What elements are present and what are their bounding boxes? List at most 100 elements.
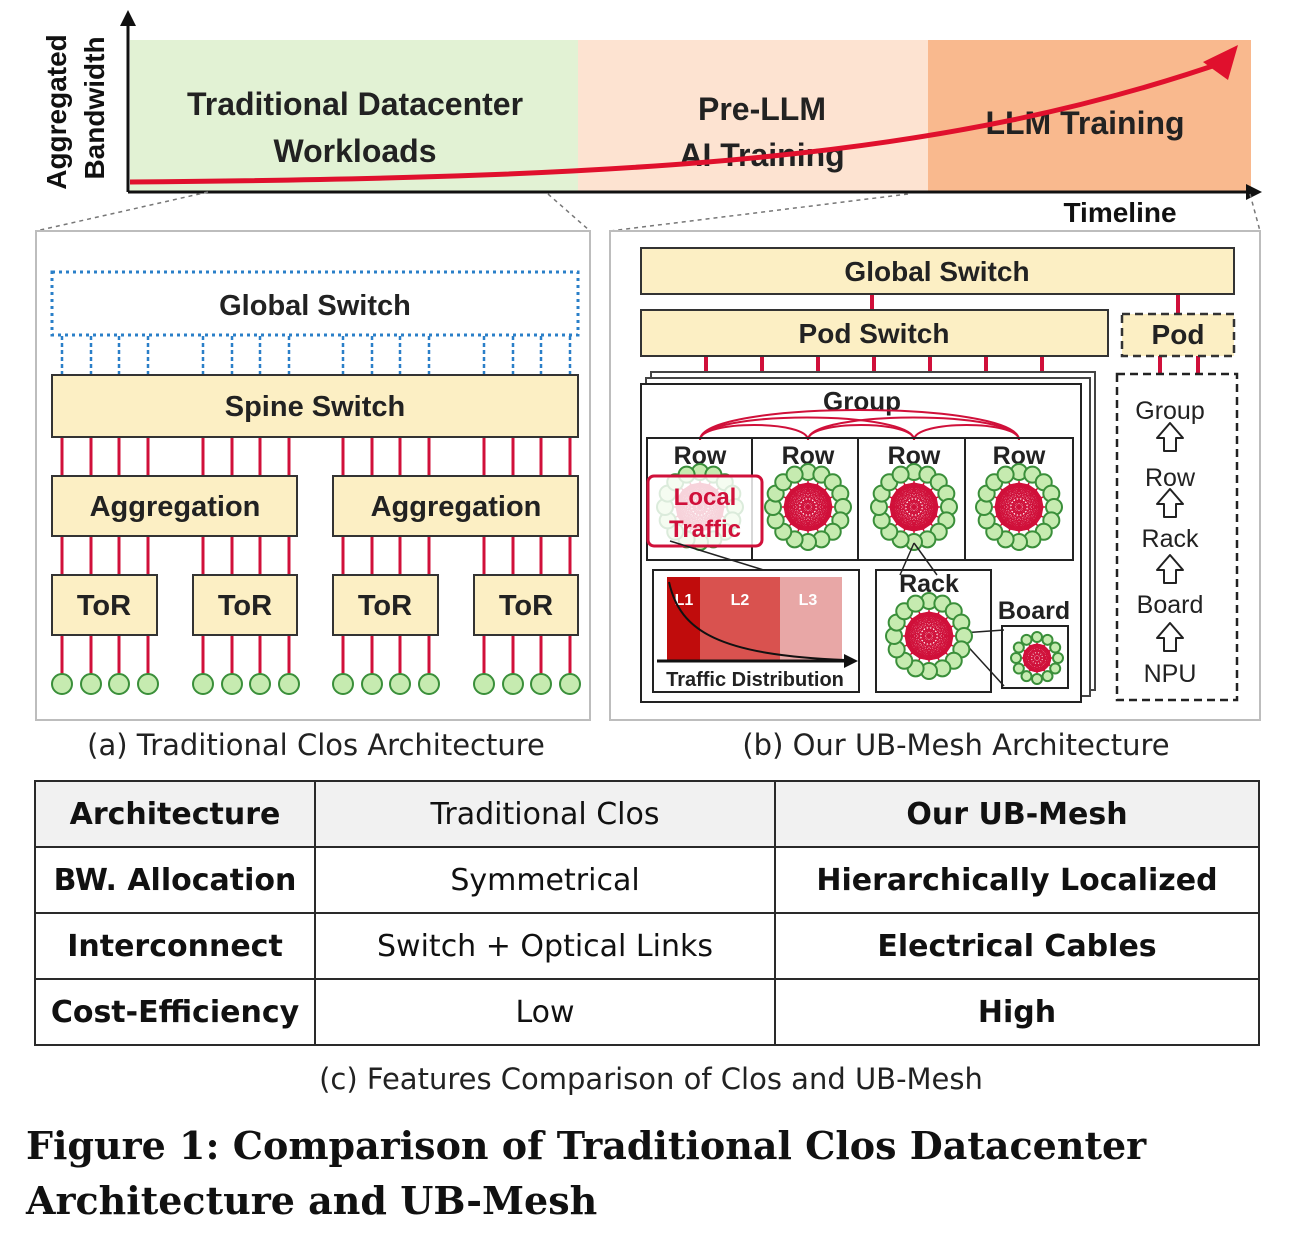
ubmesh-panel: Global Switch Pod Switch Pod Group Row R… bbox=[609, 230, 1261, 721]
mesh-link bbox=[919, 613, 930, 661]
clos-spine-switch-box bbox=[51, 374, 579, 438]
mesh-link bbox=[783, 506, 818, 530]
clos-tor-box-4 bbox=[473, 574, 579, 636]
bandwidth-growth-curve bbox=[129, 57, 1231, 185]
npu-node bbox=[1031, 673, 1043, 685]
clos-aggregation-box-2 bbox=[332, 475, 579, 537]
npu-node bbox=[891, 465, 910, 484]
caption-b: (b) Our UB-Mesh Architecture bbox=[742, 728, 1169, 762]
clos-tor-box-3 bbox=[332, 574, 439, 636]
mesh-link bbox=[996, 497, 1020, 532]
group-label: Group bbox=[823, 386, 901, 416]
mesh-link bbox=[904, 484, 937, 499]
mesh-link bbox=[798, 484, 831, 517]
mesh-link bbox=[785, 497, 809, 532]
npu-node bbox=[1020, 633, 1033, 646]
npu-node bbox=[361, 673, 383, 695]
era-traditional-label-1: Traditional Datacenter bbox=[187, 86, 523, 122]
npu-node bbox=[1010, 652, 1022, 664]
npu-node bbox=[192, 673, 214, 695]
mesh-link bbox=[919, 613, 939, 659]
npu-node bbox=[1012, 641, 1025, 654]
mesh-link bbox=[919, 613, 947, 620]
clos-tor-label-2: ToR bbox=[218, 590, 272, 622]
clos-spine-switch-label: Spine Switch bbox=[225, 391, 405, 423]
clos-tor-label-3: ToR bbox=[358, 590, 412, 622]
npu-node bbox=[996, 465, 1015, 484]
mesh-link bbox=[1029, 645, 1050, 652]
zoom-line bbox=[35, 191, 209, 232]
npu-node bbox=[1049, 662, 1062, 675]
table-header-cell: Traditional Clos bbox=[314, 780, 776, 848]
mesh-link bbox=[1009, 484, 1020, 532]
mesh-link bbox=[1009, 484, 1044, 508]
mesh-ring bbox=[905, 612, 953, 660]
local-traffic-callout bbox=[646, 474, 764, 548]
mesh-link bbox=[896, 489, 939, 508]
table-cell: Interconnect bbox=[34, 912, 316, 980]
mesh-link bbox=[891, 484, 906, 517]
mesh-link bbox=[996, 489, 1003, 517]
table-header-cell: Our UB-Mesh bbox=[774, 780, 1260, 848]
rack-board-mesh-clusters bbox=[885, 592, 1064, 685]
mesh-link bbox=[896, 484, 906, 525]
mesh-link bbox=[904, 613, 921, 637]
mesh-link bbox=[1029, 645, 1038, 673]
table-row: Interconnect Switch + Optical Links Elec… bbox=[34, 912, 1260, 980]
mesh-link bbox=[904, 484, 932, 491]
mesh-link bbox=[1009, 484, 1037, 525]
npu-node bbox=[389, 673, 411, 695]
table-cell: High bbox=[774, 978, 1260, 1046]
mesh-ring bbox=[1022, 643, 1052, 673]
mesh-link bbox=[904, 484, 939, 508]
up-arrow-icon bbox=[1156, 488, 1184, 518]
traffic-axis-arrow-icon bbox=[844, 654, 858, 668]
up-arrow-icon bbox=[1156, 622, 1184, 652]
level-l2-bar bbox=[700, 577, 780, 661]
mesh-link bbox=[798, 484, 818, 530]
clos-panel: Global Switch Spine Switch Aggregation A… bbox=[35, 230, 591, 721]
row-box-4 bbox=[964, 437, 1074, 561]
caption-c: (c) Features Comparison of Clos and UB-M… bbox=[319, 1062, 983, 1096]
table-cell: Cost-Efficiency bbox=[34, 978, 316, 1046]
mesh-link bbox=[889, 506, 924, 530]
mesh-link bbox=[798, 484, 809, 532]
mesh-link bbox=[994, 484, 1011, 508]
table-cell: Hierarchically Localized bbox=[774, 846, 1260, 914]
mesh-link bbox=[1001, 489, 1044, 508]
mesh-link bbox=[790, 489, 833, 508]
npu-node bbox=[278, 673, 300, 695]
ubmesh-pod-switch-box bbox=[640, 309, 1109, 357]
row-link-arc bbox=[913, 424, 1020, 441]
clos-aggregation-label-2: Aggregation bbox=[371, 491, 542, 523]
callout-connector bbox=[669, 540, 771, 573]
group-all-to-all-links bbox=[699, 409, 1020, 441]
caption-a: (a) Traditional Clos Architecture bbox=[87, 728, 545, 762]
mesh-link bbox=[1029, 645, 1050, 666]
clos-aggregation-label-1: Aggregation bbox=[90, 491, 261, 523]
npu-node bbox=[418, 673, 440, 695]
mesh-link bbox=[904, 484, 924, 530]
clos-npu-nodes bbox=[51, 673, 581, 695]
npu-node bbox=[108, 673, 130, 695]
npu-node bbox=[1020, 670, 1033, 683]
npu-node bbox=[221, 673, 243, 695]
mesh-link bbox=[919, 613, 954, 637]
era-traditional-band bbox=[130, 40, 578, 192]
x-axis-label: Timeline bbox=[1063, 197, 1176, 228]
ubmesh-pod-label: Pod bbox=[1152, 319, 1205, 350]
timeline-section: Traditional Datacenter Workloads Pre-LLM… bbox=[35, 10, 1262, 232]
mesh-ring bbox=[784, 483, 832, 531]
npu-node bbox=[473, 673, 495, 695]
npu-node bbox=[249, 673, 271, 695]
level-l1-label: L1 bbox=[675, 592, 694, 609]
npu-node bbox=[785, 465, 804, 484]
x-axis-arrow-icon bbox=[1246, 184, 1262, 200]
up-arrow-icon bbox=[1156, 422, 1184, 452]
npu-node bbox=[1041, 670, 1054, 683]
local-traffic-label-1: Local bbox=[674, 484, 737, 511]
npu-node bbox=[559, 673, 581, 695]
rack-connector bbox=[913, 542, 938, 576]
npu-node bbox=[137, 673, 159, 695]
mesh-link bbox=[911, 618, 954, 637]
